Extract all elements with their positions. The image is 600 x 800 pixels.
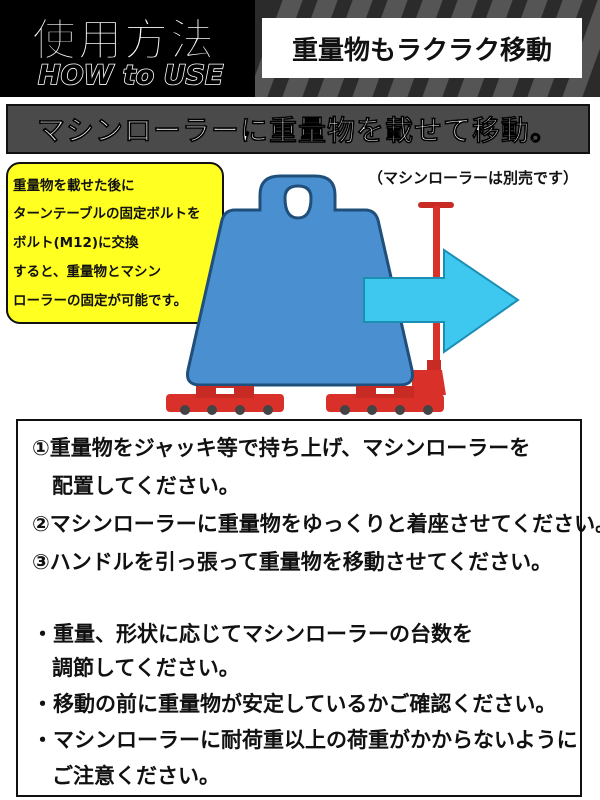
instruction-note: 調節してください。 [52,656,240,680]
header-title-panel [0,0,255,97]
banner-text: マシンローラーに重量物を載せて移動。 [36,114,559,148]
illustration [166,174,520,415]
subtitle-panel [262,18,582,78]
weight-icon [186,174,414,387]
machine-roller-icon [326,386,444,415]
note-box [6,162,224,324]
page-subtitle: 重量物もラクラク移動 [291,36,552,66]
machine-roller-icon [166,386,284,415]
note-line: ローラーの固定が可能です。 [13,293,188,309]
move-arrow-icon [363,248,520,354]
instruction-note: ご注意ください。 [52,764,220,788]
sold-separately-note: （マシンローラーは別売です） [368,169,579,187]
instruction-note: ・重量、形状に応じてマシンローラーの台数を [32,622,473,646]
instructions-box [16,419,582,797]
note-line: ボルト(M12)に交換 [13,235,139,251]
instruction-step: 配置してください。 [52,474,240,498]
instruction-note: ・移動の前に重量物が安定しているかご確認ください。 [32,692,557,716]
instruction-step: ①重量物をジャッキ等で持ち上げ、マシンローラーを [32,436,531,460]
instruction-note: ・マシンローラーに耐荷重以上の荷重がかからないように [32,728,578,752]
page-title: 使用方法 [32,15,216,67]
note-line: すると、重量物とマシン [13,264,161,280]
page-title-english: HOW to USE [37,59,224,92]
note-line: ターンテーブルの固定ボルトを [13,206,201,222]
note-line: 重量物を載せた後に [13,178,135,194]
banner [6,104,590,154]
instruction-step: ③ハンドルを引っ張って重量物を移動させてください。 [32,550,553,574]
instruction-step: ②マシンローラーに重量物をゆっくりと着座させてください。 [32,512,600,536]
